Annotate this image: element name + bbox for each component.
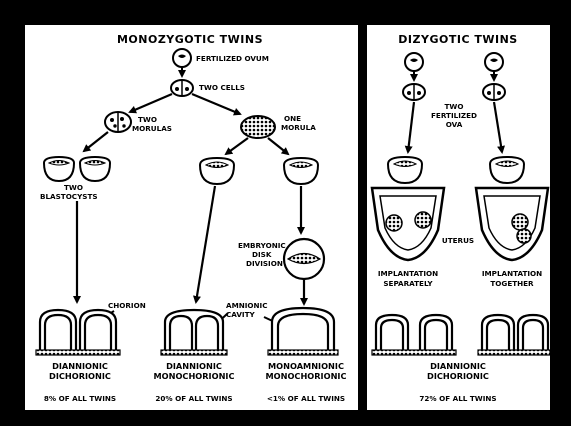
- fertilized-ovum-label: FERTILIZED OVUM: [196, 54, 269, 63]
- embryonic-disk-icon: [284, 239, 324, 279]
- two-morulas-label-1: TWO: [138, 115, 157, 124]
- mono-title: MONOZYGOTIC TWINS: [117, 33, 263, 46]
- outcome-4-type-1: DIANNIONIC: [430, 361, 486, 371]
- outcome-1-type-1: DIANNIONIC: [52, 361, 108, 371]
- two-cells-icon: [171, 80, 193, 96]
- ovum-left-icon: [405, 53, 423, 71]
- amnionic-label-1: AMNIONIC: [226, 301, 267, 310]
- chorion-label: CHORION: [108, 301, 146, 310]
- fertilized-ovum-icon: [173, 49, 191, 67]
- implant-sep-label-1: IMPLANTATION: [378, 269, 438, 278]
- outcome-2-type-2: MONOCHORIONIC: [154, 371, 235, 381]
- one-morula-label-2: MORULA: [281, 123, 316, 132]
- two-ova-label-3: OVA: [446, 120, 463, 129]
- embryonic-label-2: DISK: [252, 250, 272, 259]
- implant-tog-label-2: TOGETHER: [490, 279, 534, 288]
- outcome-4-freq: 72% OF ALL TWINS: [419, 394, 496, 403]
- outcome-mamc-icon: [268, 308, 338, 355]
- outcome-2-type-1: DIANNIONIC: [166, 361, 222, 371]
- outcome-3-type-1: MONOAMNIONIC: [268, 361, 344, 371]
- blastocyst-right-icon: [284, 158, 318, 184]
- outcome-2-freq: 20% OF ALL TWINS: [155, 394, 232, 403]
- two-morulas-icon: [105, 112, 131, 132]
- one-morula-icon: [241, 116, 275, 138]
- two-blastocysts-label-1: TWO: [64, 183, 83, 192]
- ovum-right-icon: [485, 53, 503, 71]
- implant-sep-label-2: SEPARATELY: [383, 279, 433, 288]
- two-morulas-label-2: MORULAS: [132, 124, 172, 133]
- two-ova-label-1: TWO: [445, 102, 464, 111]
- outcome-1-type-2: DICHORIONIC: [49, 371, 111, 381]
- embryonic-label-3: DIVISION: [246, 259, 283, 268]
- uterus-label: UTERUS: [442, 236, 474, 245]
- two-ova-label-2: FERTILIZED: [431, 111, 477, 120]
- di-title: DIZYGOTIC TWINS: [398, 33, 517, 46]
- di-blastocyst-right-icon: [490, 157, 524, 183]
- outcome-3-type-2: MONOCHORIONIC: [266, 371, 347, 381]
- two-cell-right-icon: [483, 84, 505, 100]
- di-blastocyst-left-icon: [388, 157, 422, 183]
- outcome-4-type-2: DICHORIONIC: [427, 371, 489, 381]
- two-cell-left-icon: [403, 84, 425, 100]
- implant-tog-label-1: IMPLANTATION: [482, 269, 542, 278]
- blastocyst-left-icon: [200, 158, 234, 184]
- outcome-1-freq: 8% OF ALL TWINS: [44, 394, 116, 403]
- two-blastocysts-label-2: BLASTOCYSTS: [40, 192, 98, 201]
- outcome-3-freq: <1% OF ALL TWINS: [267, 394, 345, 403]
- embryonic-label-1: EMBRYONIC: [238, 241, 286, 250]
- one-morula-label-1: ONE: [284, 114, 301, 123]
- amnionic-label-2: CAVITY: [226, 310, 255, 319]
- two-cells-label: TWO CELLS: [199, 83, 245, 92]
- outcome-damc-icon: [161, 310, 227, 355]
